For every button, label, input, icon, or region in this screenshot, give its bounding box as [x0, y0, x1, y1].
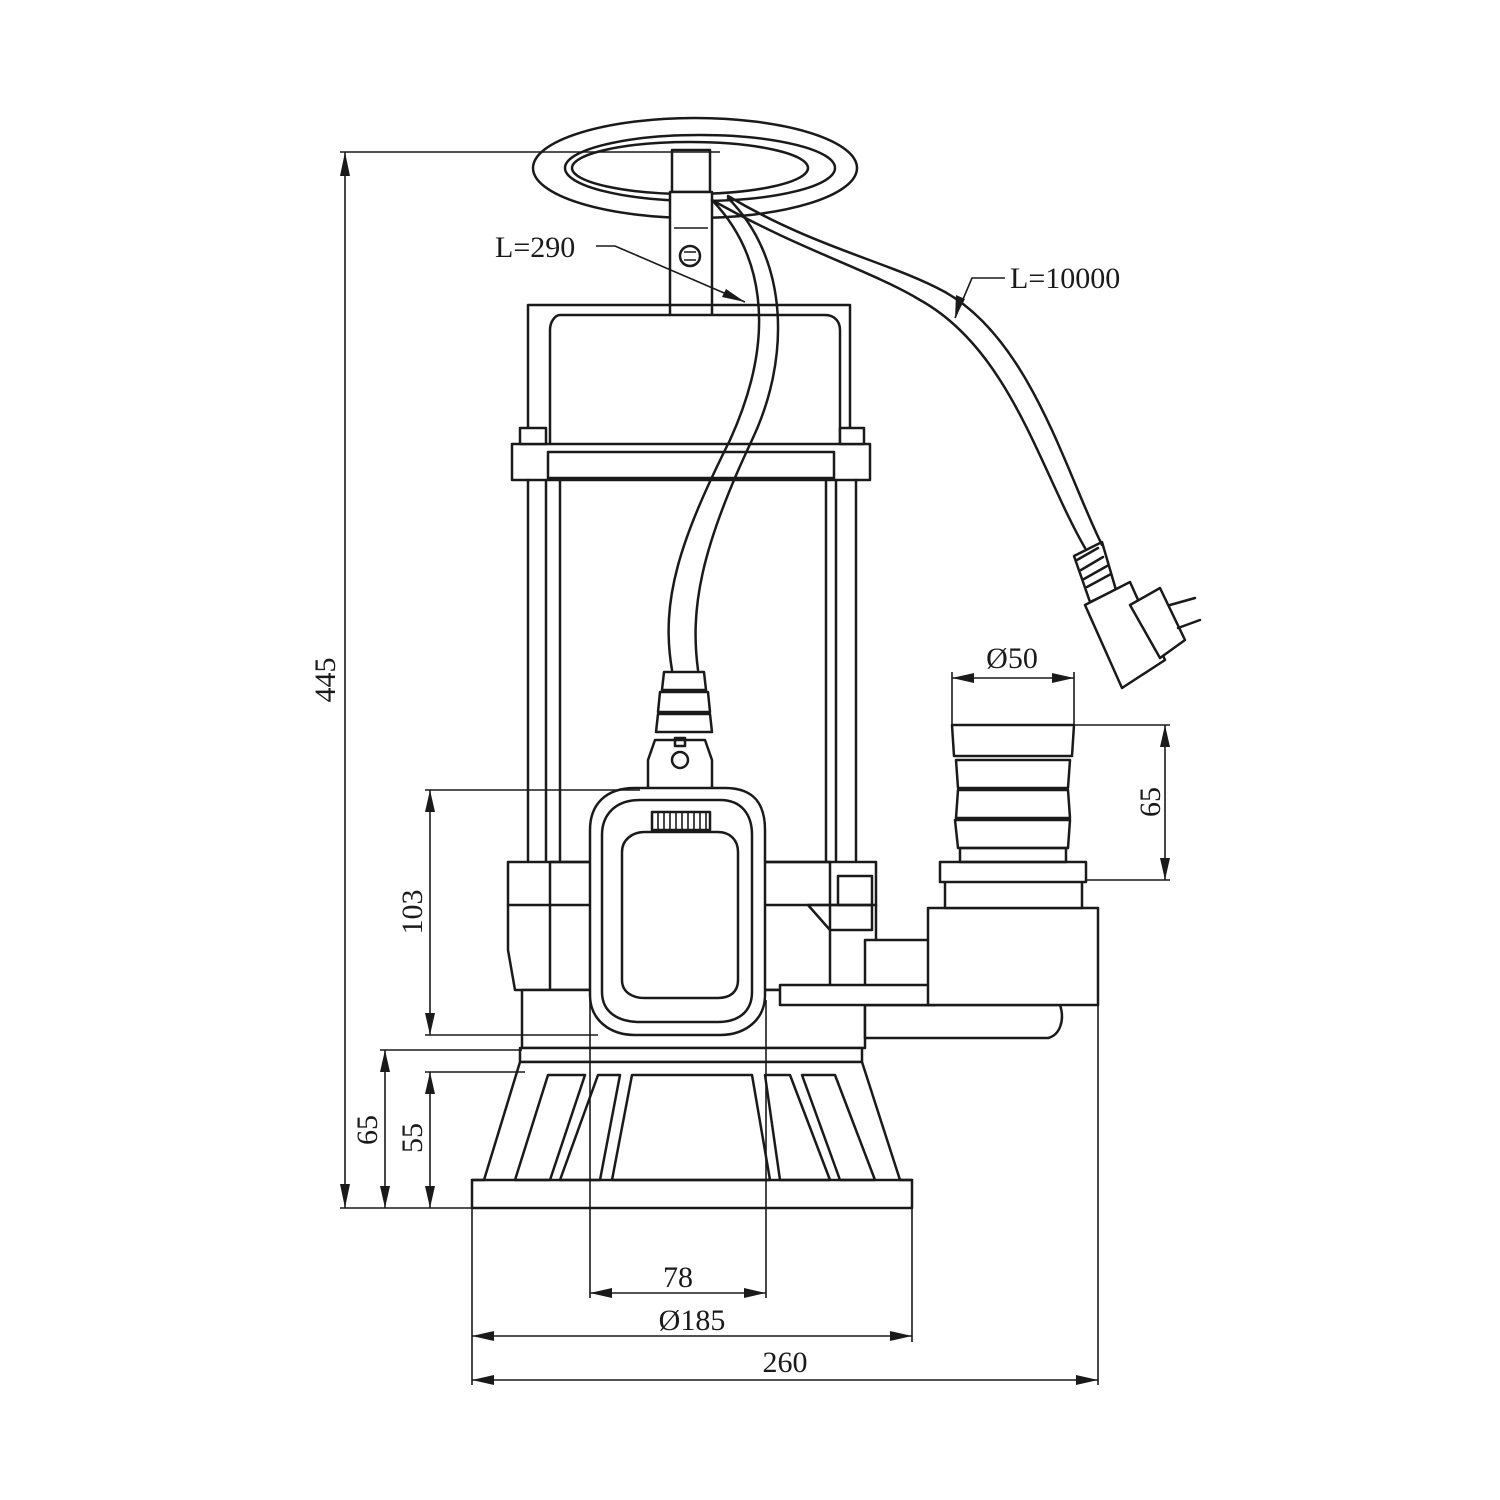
- dim-float-height: 103: [396, 890, 429, 935]
- outlet-pipe: [926, 723, 1100, 1007]
- float-cable: [654, 196, 780, 734]
- carry-handle: [668, 148, 714, 320]
- dim-total-width: 260: [763, 1346, 808, 1379]
- dim-power-cable-length: L=10000: [1010, 262, 1120, 295]
- dim-base-height: 65: [351, 1115, 384, 1145]
- dim-base-diameter: Ø185: [659, 1304, 726, 1337]
- dim-outlet-height: 65: [1134, 787, 1167, 817]
- dim-float-width: 78: [663, 1261, 693, 1294]
- dim-float-cable-length: L=290: [495, 231, 575, 264]
- base-stand: [470, 1046, 914, 1210]
- motor-housing: [510, 303, 872, 864]
- dim-height-total: 445: [309, 658, 342, 703]
- dim-outlet-diameter: Ø50: [986, 642, 1038, 675]
- power-cable: [531, 116, 1202, 690]
- dim-foot-height: 55: [396, 1123, 429, 1153]
- float-switch: [588, 736, 767, 1037]
- plug-icon: [1083, 580, 1202, 690]
- dimension-lines: [340, 151, 1170, 1385]
